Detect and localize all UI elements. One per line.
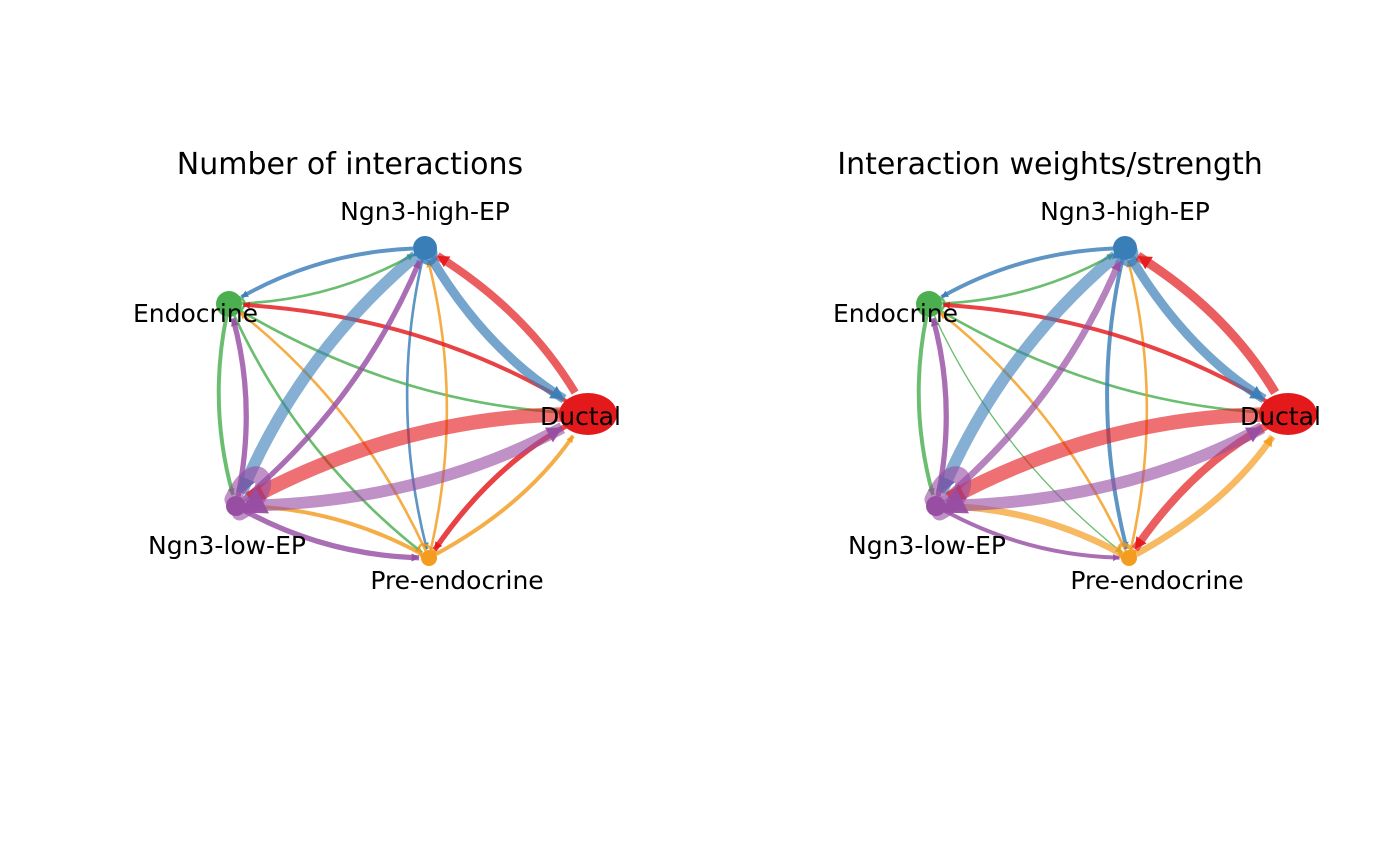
network-edge [940,246,1114,299]
edge-arrowhead [412,260,421,270]
node-label-ductal: Ductal [1240,402,1321,431]
network-node-endocrine[interactable] [916,291,942,317]
edge-arrowhead [1262,436,1273,448]
node-label-pre-endocrine: Pre-endocrine [370,566,543,595]
network-edge [1135,252,1280,395]
network-edge [432,423,568,552]
network-edge [216,316,235,496]
network-edge [941,253,1115,305]
network-edge [233,315,423,554]
network-edge [239,311,427,552]
edge-arrowhead [239,312,248,320]
edge-arrowhead [239,488,269,514]
edge-arrowhead [549,385,565,400]
network-edge [245,407,564,506]
network-edge [939,309,1263,414]
network-edge [1134,434,1276,558]
network-edge [1126,260,1149,551]
network-edge [239,309,563,414]
node-label-endocrine: Endocrine [133,299,258,328]
edge-arrowhead [411,553,420,562]
node-label-ngn3-low-ep: Ngn3-low-EP [848,531,1006,560]
network-node-endocrine[interactable] [216,291,242,317]
edge-arrowhead [1244,427,1263,443]
node-label-ngn3-high-ep: Ngn3-high-EP [340,197,510,226]
network-edge [933,315,1123,554]
edge-arrowhead [434,541,443,550]
node-label-ngn3-low-ep: Ngn3-low-EP [148,531,306,560]
network-edge [240,246,414,299]
edge-arrowhead [941,290,949,297]
network-edge [235,251,420,496]
panel-title: Interaction weights/strength [837,147,1263,182]
network-node-pre-endocrine[interactable] [421,550,437,566]
node-label-endocrine: Endocrine [833,299,958,328]
network-edge [935,251,1120,496]
panel-interaction-weights-strength: Interaction weights/strength Ngn3-high-E… [700,0,1400,866]
network-edge [943,509,1120,560]
network-edge [426,260,449,551]
network-node-ngn3-low-ep[interactable] [926,496,946,516]
network-edge [939,311,1127,552]
edge-arrowhead [1137,256,1153,270]
network-node-ductal[interactable] [1259,393,1317,435]
edge-arrowhead [437,255,451,268]
network-edge [243,508,420,561]
network-edge [245,422,566,512]
edge-arrowhead [544,427,563,443]
edge-arrowhead [1113,553,1120,562]
edge-arrowhead [1111,261,1121,272]
network-node-pre-endocrine[interactable] [1121,550,1137,566]
network-edge [427,255,567,403]
network-edge [1105,259,1129,550]
network-node-ductal[interactable] [559,393,617,435]
edge-arrowhead [566,435,574,444]
node-label-ductal: Ductal [540,402,621,431]
network-node-ngn3-high-ep[interactable] [1113,236,1137,260]
edge-arrowhead [943,301,951,309]
panel-number-of-interactions: Number of interactions Ngn3-high-EP Endoc… [133,147,621,596]
network-edge [945,422,1266,512]
network-node-ngn3-low-ep[interactable] [226,496,246,516]
network-edge [943,302,1268,404]
network-edge [1127,255,1267,403]
network-edge [243,302,568,404]
network-edge [1131,422,1268,552]
network-edge [230,317,249,497]
edge-arrowhead [939,312,948,320]
edge-arrowhead [1249,385,1265,400]
edge-arrowhead [1135,536,1147,550]
network-edge [405,259,429,550]
network-edge [435,252,579,395]
network-edge [930,317,949,497]
network-edge [241,253,415,305]
network-edge [916,316,935,496]
network-edge [435,434,575,556]
node-label-pre-endocrine: Pre-endocrine [1070,566,1243,595]
network-edge [941,259,1123,503]
network-edge [945,407,1264,506]
edge-arrowhead [243,301,251,309]
node-label-ngn3-high-ep: Ngn3-high-EP [1040,197,1210,226]
panel-title: Number of interactions [176,147,524,182]
network-edge [241,259,423,502]
edge-arrowhead [939,488,969,514]
edge-arrowhead [230,318,239,327]
network-node-ngn3-high-ep[interactable] [413,236,437,260]
edge-arrowhead [930,318,939,327]
edge-arrowhead [241,290,249,297]
